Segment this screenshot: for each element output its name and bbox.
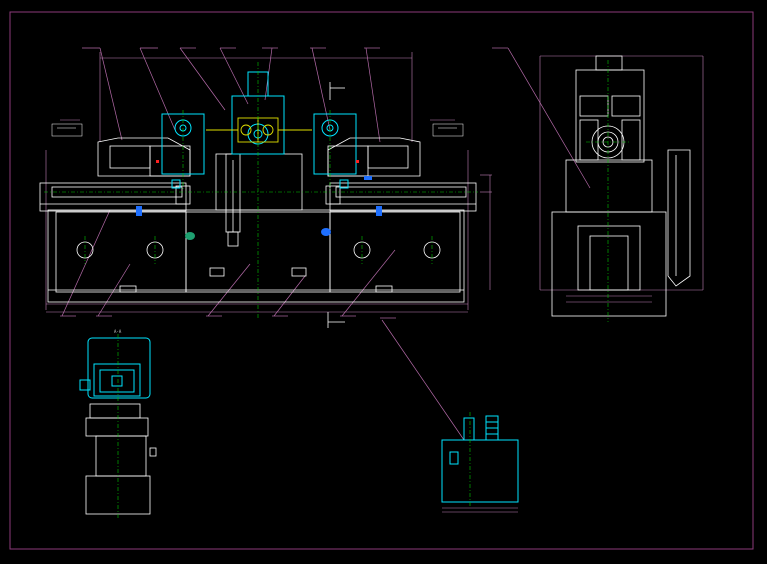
drawing-border [9, 11, 754, 550]
side-dimensions [539, 55, 704, 303]
detail-label: A-A [114, 329, 122, 334]
side-elevation-view [539, 55, 704, 322]
hydraulic-dims [442, 507, 518, 513]
aux-top-part [79, 337, 151, 399]
machine-bed [47, 209, 465, 303]
hydraulic-unit-view [441, 412, 519, 513]
hydraulic-tank [441, 415, 519, 503]
dim-tags [51, 123, 464, 137]
front-elevation-view [39, 47, 591, 441]
center-column [215, 153, 303, 247]
spindle-heads [161, 71, 357, 189]
aux-bottom-part [85, 403, 157, 515]
slide-tables [39, 182, 477, 212]
right-head [327, 137, 421, 177]
section-markers [327, 82, 345, 328]
gear-mechanism [206, 117, 312, 143]
side-body [551, 55, 691, 317]
centerlines [44, 62, 478, 318]
accent-parts [136, 160, 382, 240]
auxiliary-detail-view: A-A [79, 329, 157, 520]
left-head [97, 137, 191, 177]
front-dimensions [45, 52, 492, 313]
